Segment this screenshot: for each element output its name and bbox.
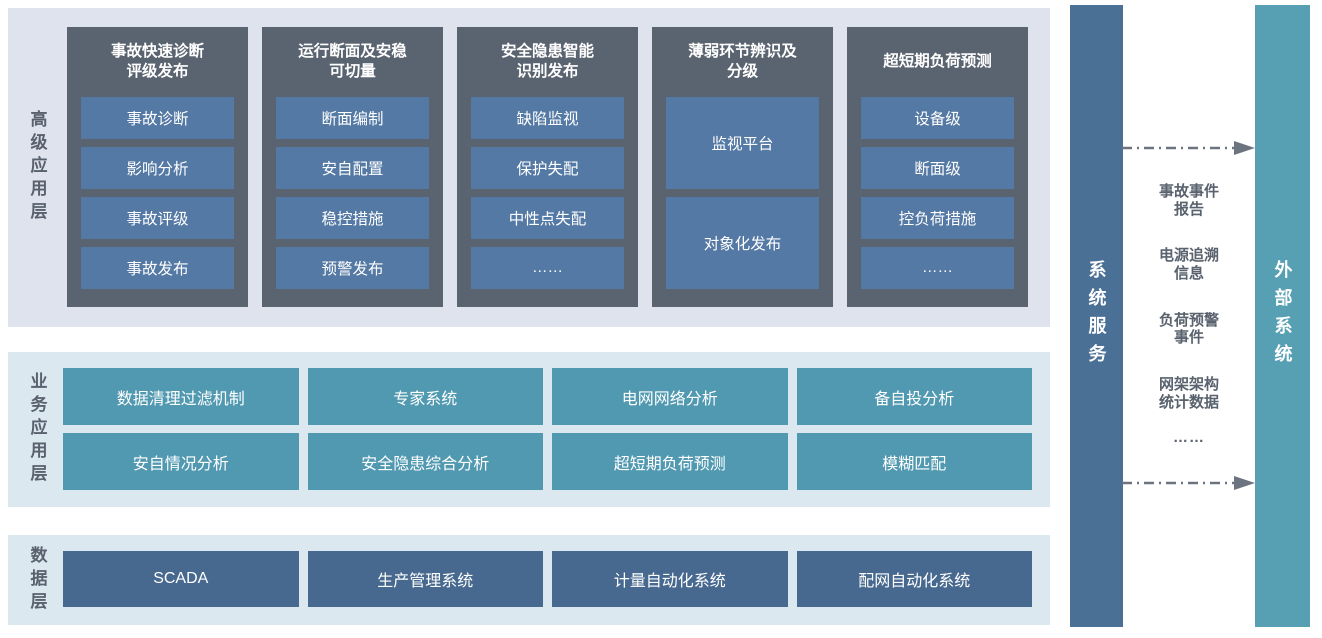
module-group-items: 设备级 断面级 控负荷措施 …… [847,97,1028,289]
module-item: 监视平台 [666,97,819,189]
module-group-items: 监视平台 对象化发布 [652,97,833,289]
arrow-right-icon [1122,476,1255,490]
module-group-title: 薄弱环节辨识及 分级 [688,42,797,80]
business-item: 模糊匹配 [796,433,1032,490]
module-group-load-forecast: 超短期负荷预测 设备级 断面级 控负荷措施 …… [847,27,1028,307]
module-group-items: 缺陷监视 保护失配 中性点失配 …… [457,97,638,289]
arrow-right-icon [1122,141,1255,155]
data-grid: SCADA 生产管理系统 计量自动化系统 配网自动化系统 [63,551,1032,607]
layer-label-advanced: 高级应用层 [27,110,47,225]
exchange-data-ellipsis: …… [1173,428,1205,446]
module-group-items: 断面编制 安自配置 稳控措施 预警发布 [262,97,443,289]
layer-label-business: 业务应用层 [27,372,47,487]
module-group-operation-section: 运行断面及安稳 可切量 断面编制 安自配置 稳控措施 预警发布 [262,27,443,307]
module-item: 设备级 [861,97,1014,139]
module-item: 对象化发布 [666,197,819,289]
module-group-title: 安全隐患智能 识别发布 [500,42,594,80]
layer-label-data: 数据层 [27,545,47,615]
business-item: 安自情况分析 [63,433,299,490]
exchange-data-list: 事故事件 报告 电源追溯 信息 负荷预警 事件 网架架构 统计数据 …… [1123,183,1255,446]
layer-business-applications: 业务应用层 数据清理过滤机制 专家系统 电网网络分析 备自投分析 安自情况分析 … [8,352,1050,507]
business-item: 安全隐患综合分析 [307,433,543,490]
module-item: 缺陷监视 [471,97,624,139]
module-item: 事故评级 [81,197,234,239]
business-grid: 数据清理过滤机制 专家系统 电网网络分析 备自投分析 安自情况分析 安全隐患综合… [63,368,1032,490]
external-system-bar: 外部系统 [1255,5,1310,627]
business-item: 数据清理过滤机制 [63,368,299,425]
module-item: …… [471,247,624,289]
module-item: 保护失配 [471,147,624,189]
data-source-item: 计量自动化系统 [552,551,788,607]
module-item: 影响分析 [81,147,234,189]
module-item: 控负荷措施 [861,197,1014,239]
module-group-weak-link: 薄弱环节辨识及 分级 监视平台 对象化发布 [652,27,833,307]
module-group-title: 事故快速诊断 评级发布 [110,42,204,80]
business-item: 超短期负荷预测 [552,433,788,490]
business-item: 备自投分析 [796,368,1032,425]
module-group-title: 运行断面及安稳 可切量 [298,42,407,80]
module-item: 中性点失配 [471,197,624,239]
module-group-items: 事故诊断 影响分析 事故评级 事故发布 [67,97,248,289]
system-service-bar: 系统服务 [1070,5,1123,627]
data-source-item: SCADA [63,551,299,607]
module-item: 事故发布 [81,247,234,289]
business-item: 电网网络分析 [552,368,788,425]
module-group-title: 超短期负荷预测 [883,52,992,70]
business-item: 专家系统 [307,368,543,425]
exchange-data-item: 负荷预警 事件 [1158,311,1219,347]
exchange-data-item: 网架架构 统计数据 [1158,376,1219,411]
module-group-hidden-danger: 安全隐患智能 识别发布 缺陷监视 保护失配 中性点失配 …… [457,27,638,307]
exchange-data-item: 事故事件 报告 [1158,183,1219,218]
module-item: 预警发布 [276,247,429,289]
module-item: 断面级 [861,147,1014,189]
module-group-accident-diagnosis: 事故快速诊断 评级发布 事故诊断 影响分析 事故评级 事故发布 [67,27,248,307]
module-item: 安自配置 [276,147,429,189]
data-source-item: 配网自动化系统 [796,551,1032,607]
exchange-data-item: 电源追溯 信息 [1158,247,1219,283]
module-item: 断面编制 [276,97,429,139]
layer-data: 数据层 SCADA 生产管理系统 计量自动化系统 配网自动化系统 [8,535,1050,625]
module-item: 稳控措施 [276,197,429,239]
advanced-columns: 事故快速诊断 评级发布 事故诊断 影响分析 事故评级 事故发布 运行断面及安稳 … [67,27,1028,307]
layer-advanced-applications: 高级应用层 事故快速诊断 评级发布 事故诊断 影响分析 事故评级 事故发布 运行… [8,8,1050,327]
module-item: …… [861,247,1014,289]
module-item: 事故诊断 [81,97,234,139]
data-source-item: 生产管理系统 [307,551,543,607]
